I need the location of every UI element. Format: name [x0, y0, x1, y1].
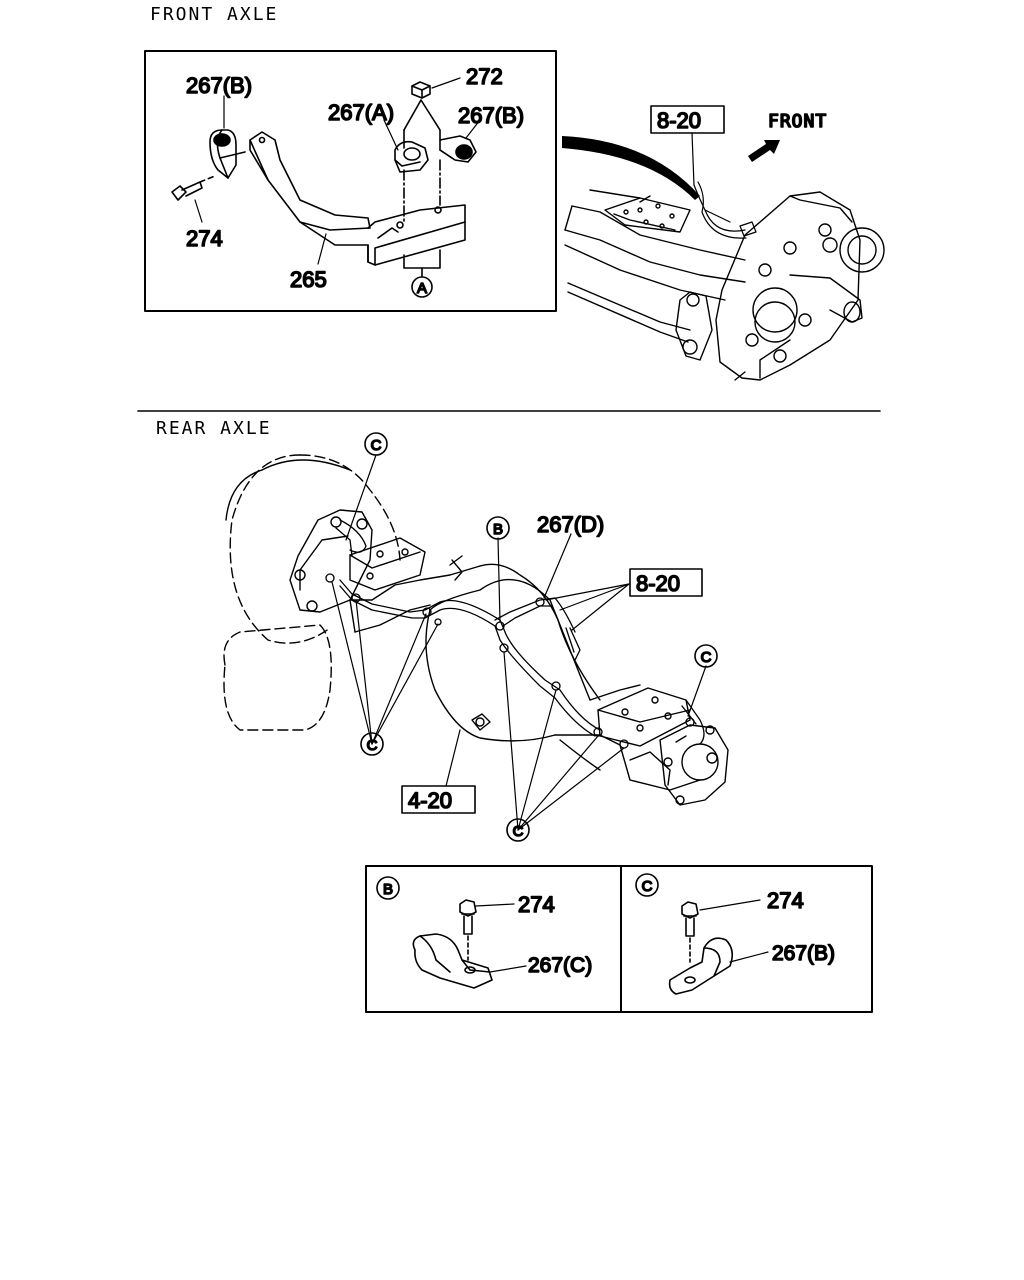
- ref-8-20-rear: 8-20: [636, 571, 680, 596]
- callout-c-top: [364, 432, 388, 456]
- callout-a-letter: A: [417, 280, 427, 297]
- label-267d: 267(D): [537, 512, 604, 537]
- detail-c-clip-267b: [668, 937, 734, 995]
- front-harness: [693, 181, 757, 239]
- callout-c-top-letter: C: [371, 437, 382, 454]
- front-inset-leaders: [194, 77, 481, 265]
- detail-c-bolt-274: [681, 901, 699, 963]
- callout-c-bottom-letter: C: [513, 823, 524, 840]
- rear-axle-title: REAR AXLE: [156, 418, 272, 439]
- detail-b-label-274: 274: [518, 892, 555, 917]
- detail-c-label-274: 274: [767, 888, 804, 913]
- front-direction-label: FRONT: [768, 111, 827, 132]
- clip-267a: [394, 140, 429, 173]
- detail-c-letter: C: [642, 878, 653, 895]
- detail-b-clip-267c: [412, 933, 493, 989]
- nut-leader-frame: [403, 99, 441, 141]
- label-274: 274: [186, 226, 223, 251]
- steering-knuckle: [715, 191, 885, 381]
- callout-c-right-letter: C: [701, 649, 712, 666]
- callout-c-right: [694, 644, 718, 668]
- detail-b-label-267c: 267(C): [528, 954, 592, 977]
- clip-267b-left: [209, 129, 246, 179]
- front-inset-frame: [144, 50, 557, 312]
- callout-a-circle: [411, 276, 433, 298]
- front-axle-title: FRONT AXLE: [150, 4, 279, 25]
- front-arrow-icon: [748, 140, 780, 162]
- ref-box-8-20-rear: [629, 568, 703, 597]
- detail-c-label-267b: 267(B): [772, 942, 835, 965]
- detail-b-letter: B: [383, 881, 393, 898]
- detail-b-callout: [376, 876, 400, 900]
- ref-4-20: 4-20: [408, 788, 452, 813]
- ref-box-4-20: [401, 785, 476, 814]
- clip-267b-right: [439, 135, 477, 163]
- label-265: 265: [290, 267, 327, 292]
- bolt-274: [171, 175, 216, 201]
- callout-b: [486, 516, 510, 540]
- detail-frame: [365, 865, 873, 1013]
- nut-272: [411, 81, 431, 99]
- callout-c-left: [360, 732, 384, 756]
- front-axle-beam: [564, 189, 746, 361]
- label-267a: 267(A): [328, 100, 394, 125]
- label-272: 272: [466, 64, 503, 89]
- bracket-265: [249, 131, 466, 266]
- detail-b-bolt-274: [459, 899, 477, 961]
- rear-axle-assembly: [223, 454, 729, 806]
- rear-leaders: [331, 454, 707, 831]
- callout-c-left-letter: C: [367, 737, 378, 754]
- ref-box-8-20-front: [650, 105, 725, 134]
- label-267b-right: 267(B): [458, 103, 524, 128]
- inset-pointer: [562, 136, 700, 200]
- detail-c-callout: [635, 873, 659, 897]
- assembly-lines: [403, 159, 441, 223]
- label-267b-left: 267(B): [186, 73, 252, 98]
- callout-b-letter: B: [493, 521, 503, 538]
- callout-c-bottom: [506, 818, 530, 842]
- ref-8-20-front: 8-20: [657, 108, 701, 133]
